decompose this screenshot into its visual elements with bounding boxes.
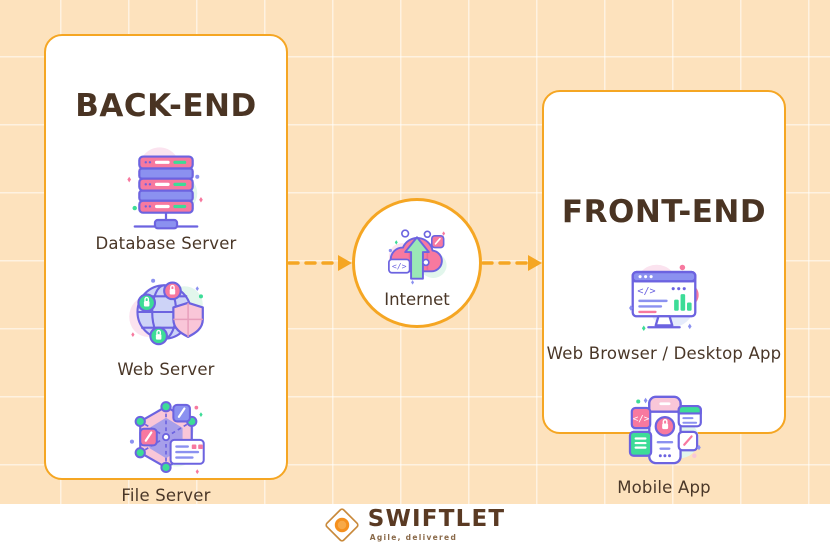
- mobile-app-icon: </>: [628, 395, 702, 465]
- frontend-item-label: Web Browser / Desktop App: [546, 344, 782, 363]
- internet-label: Internet: [384, 289, 450, 309]
- database-server-icon: [127, 147, 203, 230]
- backend-item-label: File Server: [121, 486, 211, 505]
- frontend-item-label: Mobile App: [617, 478, 711, 497]
- frontend-item-web-browser: </>: [544, 250, 784, 363]
- cloud-upload-icon: </>: [388, 228, 447, 285]
- backend-item-database-server: Database Server: [46, 140, 286, 253]
- connector-internet-to-frontend: [482, 255, 542, 271]
- backend-title: BACK-END: [75, 88, 257, 124]
- svg-text:</>: </>: [633, 414, 650, 425]
- logo-tagline: Agile, delivered: [369, 533, 458, 543]
- logo-text: SWIFTLET Agile, delivered: [368, 508, 506, 542]
- backend-item-label: Web Server: [117, 360, 215, 379]
- frontend-title: FRONT-END: [561, 194, 767, 230]
- logo-wordmark: SWIFTLET: [367, 506, 506, 533]
- web-server-icon: [129, 278, 204, 346]
- backend-panel: BACK-END: [44, 34, 288, 505]
- svg-text:</>: </>: [392, 261, 407, 271]
- desktop-browser-icon: </>: [629, 264, 699, 331]
- diamond-sun-logo-icon: [325, 508, 359, 542]
- footer-logo: SWIFTLET Agile, delivered: [0, 508, 830, 542]
- backend-item-web-server: Web Server: [46, 266, 286, 379]
- frontend-panel: FRONT-END </>: [542, 90, 786, 497]
- internet-node: </> Internet: [352, 198, 482, 328]
- file-server-icon: [129, 401, 205, 475]
- svg-text:</>: </>: [637, 286, 655, 297]
- frontend-item-mobile-app: </>: [544, 384, 784, 497]
- backend-item-file-server: File Server: [46, 392, 286, 505]
- connector-backend-to-internet: [288, 255, 352, 271]
- backend-item-label: Database Server: [95, 234, 237, 253]
